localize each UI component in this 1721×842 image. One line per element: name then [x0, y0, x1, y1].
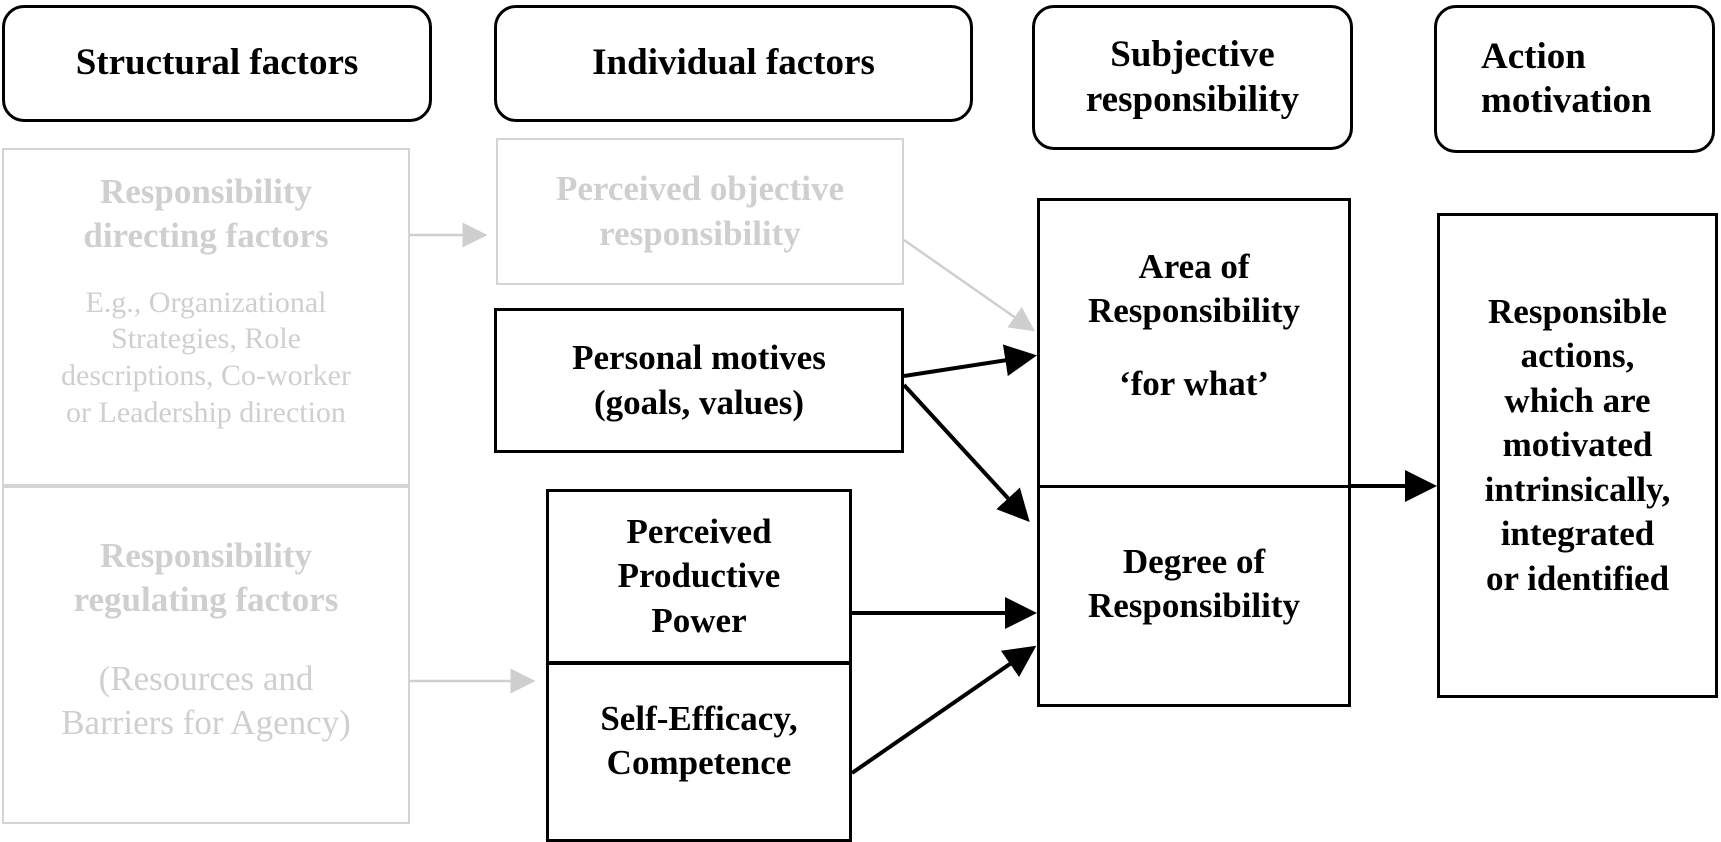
productive-power-line-3: Power — [651, 600, 747, 640]
header-structural-label: Structural factors — [75, 42, 359, 84]
regulating-detail: (Resources and Barriers for Agency) — [61, 657, 351, 746]
productive-power-line-1: Perceived — [626, 511, 772, 551]
perceived-productive-power-box: Perceived Productive Power — [546, 489, 852, 664]
actions-line-7: or identified — [1485, 558, 1670, 598]
responsible-actions-box: Responsible actions, which are motivated… — [1437, 213, 1718, 698]
header-individual-label: Individual factors — [592, 42, 875, 84]
perceived-objective-responsibility-box: Perceived objective responsibility — [496, 138, 904, 285]
regulating-title-line-2: regulating factors — [73, 580, 339, 620]
actions-line-4: motivated — [1502, 425, 1653, 465]
area-line-1: Area of — [1138, 247, 1250, 286]
personal-motives-box: Personal motives (goals, values) — [494, 308, 904, 453]
header-subjective-line-2: responsibility — [1085, 78, 1300, 120]
header-subjective-line-1: Subjective — [1110, 34, 1275, 76]
header-individual-factors: Individual factors — [494, 5, 973, 122]
actions-line-5: intrinsically, — [1484, 469, 1671, 509]
directing-example-line-2: Strategies, Role — [111, 322, 301, 356]
header-structural-factors: Structural factors — [2, 5, 432, 122]
productive-power-line-2: Productive — [617, 556, 781, 596]
degree-of-responsibility-box: Degree of Responsibility — [1037, 485, 1351, 707]
regulating-title-line-1: Responsibility — [100, 536, 312, 575]
actions-line-3: which are — [1504, 380, 1651, 420]
perceived-objective-line-1: Perceived objective — [556, 169, 844, 209]
personal-motives-line-2: (goals, values) — [594, 382, 804, 422]
responsibility-directing-factors-box: Responsibility directing factors E.g., O… — [2, 148, 410, 486]
regulating-detail-line-1: (Resources and — [98, 658, 314, 698]
directing-example-line-1: E.g., Organizational — [85, 285, 327, 319]
area-of-responsibility-box: Area of Responsibility ‘for what’ — [1037, 198, 1351, 488]
actions-line-6: integrated — [1500, 514, 1655, 554]
personal-motives-line-1: Personal motives — [572, 338, 826, 378]
self-efficacy-line-2: Competence — [606, 743, 792, 783]
self-efficacy-competence-box: Self-Efficacy, Competence — [546, 662, 852, 842]
header-subjective-responsibility: Subjective responsibility — [1032, 5, 1353, 150]
responsibility-regulating-factors-box: Responsibility regulating factors (Resou… — [2, 486, 410, 824]
regulating-detail-line-2: Barriers for Agency) — [61, 703, 351, 743]
perceived-objective-line-2: responsibility — [599, 213, 801, 253]
header-action-line-2: motivation — [1481, 80, 1652, 121]
arrow-motives-to-degree — [902, 383, 1030, 522]
header-action-line-1: Action — [1481, 35, 1586, 77]
actions-line-2: actions, — [1520, 336, 1635, 376]
directing-example-line-3: descriptions, Co-worker — [61, 359, 351, 393]
arrow-motives-to-area — [903, 344, 1037, 378]
arrow-self-efficacy-to-degree — [850, 645, 1037, 775]
directing-example-line-4: or Leadership direction — [66, 395, 346, 429]
degree-line-1: Degree of — [1122, 542, 1266, 581]
arrow-objective-to-area — [903, 238, 1036, 332]
actions-line-1: Responsible — [1488, 292, 1667, 331]
area-for-what: ‘for what’ — [1118, 363, 1269, 403]
header-action-motivation: Action motivation — [1434, 5, 1715, 153]
self-efficacy-line-1: Self-Efficacy, — [600, 699, 798, 738]
directing-examples: E.g., Organizational Strategies, Role de… — [61, 285, 351, 431]
directing-title-line-2: directing factors — [83, 216, 329, 256]
degree-line-2: Responsibility — [1088, 586, 1300, 626]
directing-title-line-1: Responsibility — [100, 172, 312, 211]
area-line-2: Responsibility — [1088, 291, 1300, 331]
